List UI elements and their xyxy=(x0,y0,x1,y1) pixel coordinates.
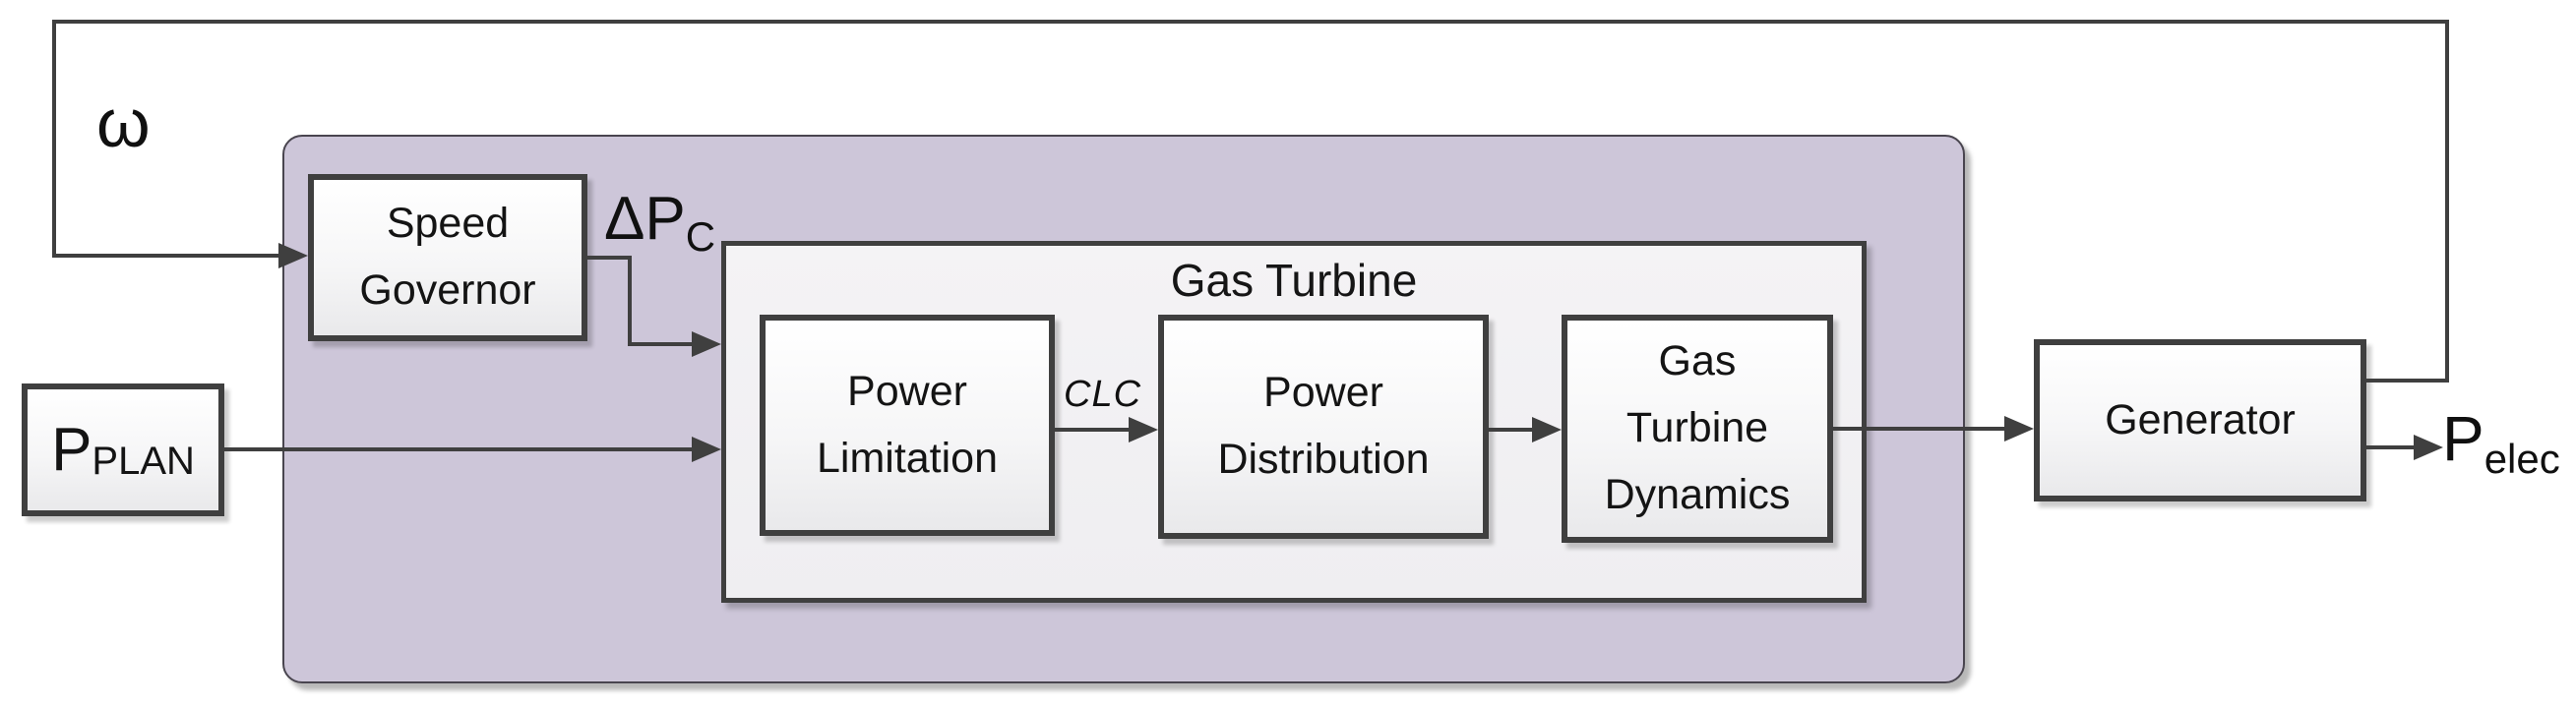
delta-pc-main: ΔP xyxy=(604,185,686,253)
delta-pc-signal-label: ΔPC xyxy=(604,189,715,258)
delta-pc-subscript: C xyxy=(685,212,716,260)
p-elec-subscript: elec xyxy=(2484,435,2560,482)
block-speed-governor: Speed Governor xyxy=(308,174,587,341)
arrowhead xyxy=(2004,416,2034,442)
p-plan-subscript: PLAN xyxy=(92,440,195,484)
block-gas-turbine-dynamics: Gas Turbine Dynamics xyxy=(1562,315,1833,543)
gas-turbine-dynamics-label: Gas Turbine Dynamics xyxy=(1604,337,1791,518)
block-power-distribution: Power Distribution xyxy=(1158,315,1489,539)
p-elec-signal-label: Pelec xyxy=(2442,407,2560,479)
generator-label: Generator xyxy=(2105,395,2296,443)
omega-signal-label: ω xyxy=(96,85,151,161)
block-power-limitation: Power Limitation xyxy=(760,315,1055,536)
p-plan-label: PPLAN xyxy=(51,419,195,484)
power-limitation-label: Power Limitation xyxy=(816,367,999,482)
power-distribution-label: Power Distribution xyxy=(1217,369,1430,483)
p-elec-main: P xyxy=(2442,403,2484,474)
block-generator: Generator xyxy=(2034,339,2366,501)
block-p-plan: PPLAN xyxy=(22,383,224,516)
arrowhead xyxy=(2414,435,2443,460)
speed-governor-label: Speed Governor xyxy=(359,200,536,314)
generator-output-connector xyxy=(2366,435,2443,460)
p-plan-main: P xyxy=(51,415,92,484)
gas-turbine-label: Gas Turbine xyxy=(1170,255,1418,306)
clc-signal-label: CLC xyxy=(1064,374,1142,415)
